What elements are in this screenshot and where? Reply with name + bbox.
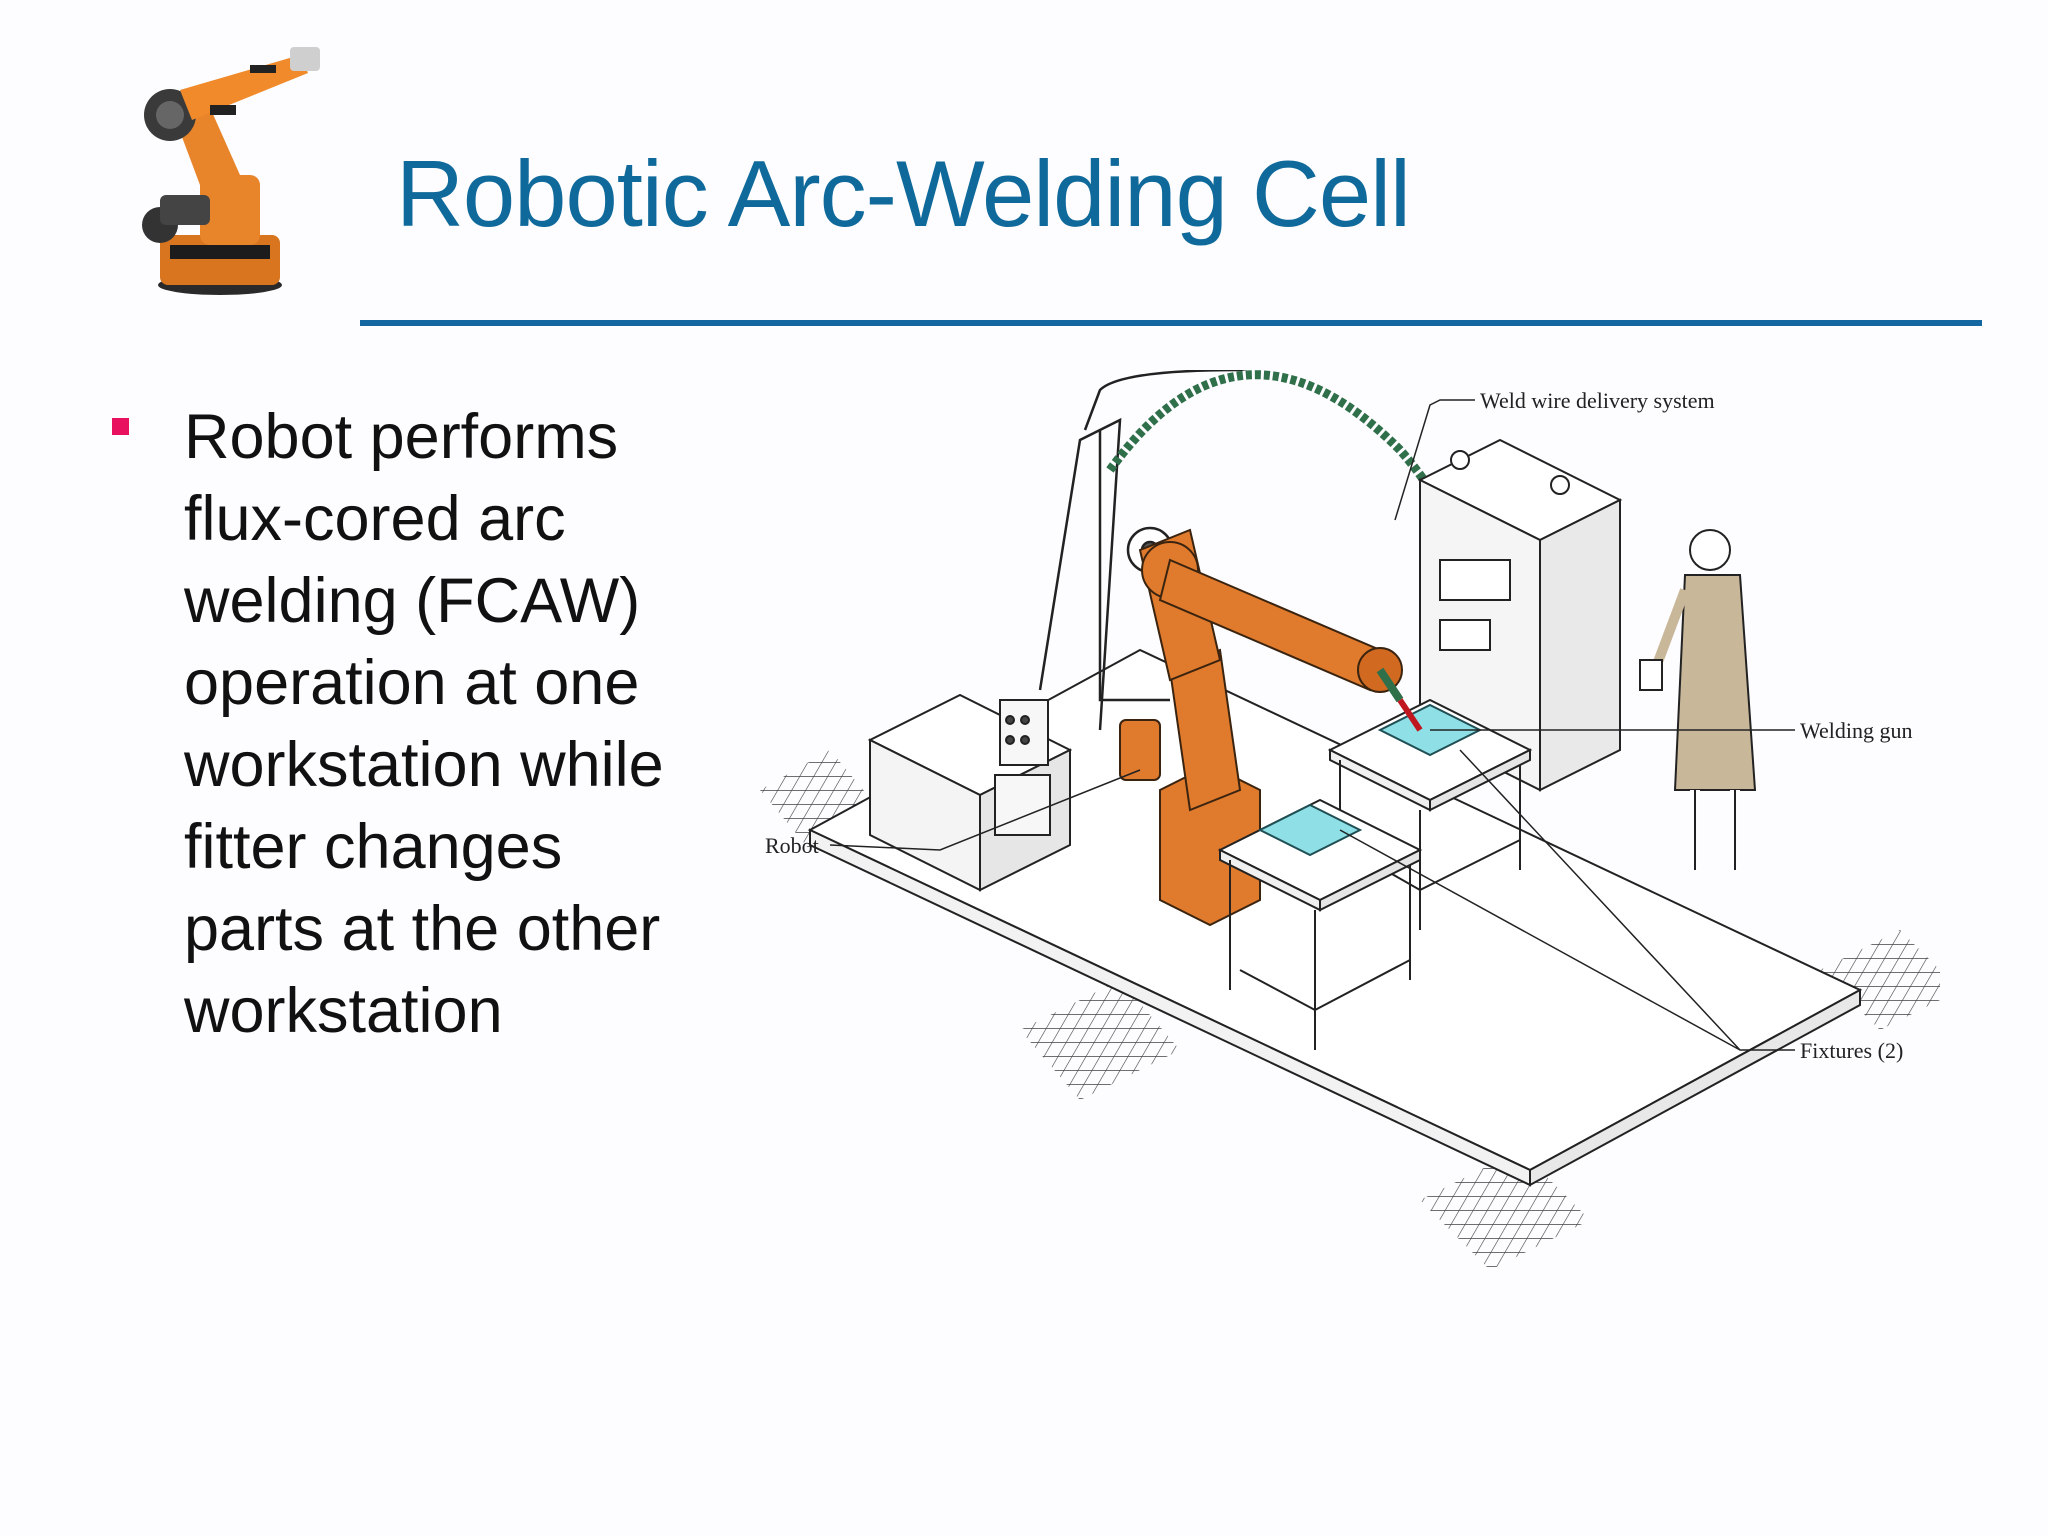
callout-robot: Robot — [765, 769, 1141, 858]
label-fixtures: Fixtures (2) — [1800, 1038, 1903, 1063]
callout-fixtures: Fixtures (2) — [1339, 749, 1903, 1063]
welding-cell-diagram: Weld wire delivery system Welding gun Ro… — [760, 370, 1940, 1270]
fitter-figure — [1639, 529, 1757, 870]
welding-gun — [1397, 698, 1423, 732]
fixture-2 — [1257, 803, 1363, 857]
bullet-line: flux-cored arc — [184, 484, 566, 554]
label-robot: Robot — [765, 833, 819, 858]
bullet-line: workstation — [184, 976, 503, 1046]
bullet-line: fitter changes — [184, 812, 563, 882]
robot-arm — [1119, 528, 1404, 927]
base-platform — [807, 648, 1863, 1187]
bullet-line: workstation while — [184, 730, 664, 800]
robot-logo — [142, 47, 320, 295]
bullet-line: operation at one — [184, 648, 640, 718]
callout-welding-gun: Welding gun — [1430, 718, 1913, 743]
title-underline — [360, 320, 1982, 326]
bullet-line: welding (FCAW) — [184, 566, 641, 636]
robot-arm-icon — [142, 47, 320, 295]
label-welding-gun: Welding gun — [1800, 718, 1913, 743]
control-console — [867, 693, 1073, 892]
label-weld-wire: Weld wire delivery system — [1480, 388, 1715, 413]
bullet-text: Robot performs flux-cored arc welding (F… — [184, 396, 744, 1052]
slide-title: Robotic Arc-Welding Cell — [396, 141, 1411, 246]
bullet-marker — [112, 418, 129, 435]
bullet-line: parts at the other — [184, 894, 661, 964]
bullet-line: Robot performs — [184, 402, 619, 472]
callout-weld-wire: Weld wire delivery system — [1394, 388, 1715, 521]
